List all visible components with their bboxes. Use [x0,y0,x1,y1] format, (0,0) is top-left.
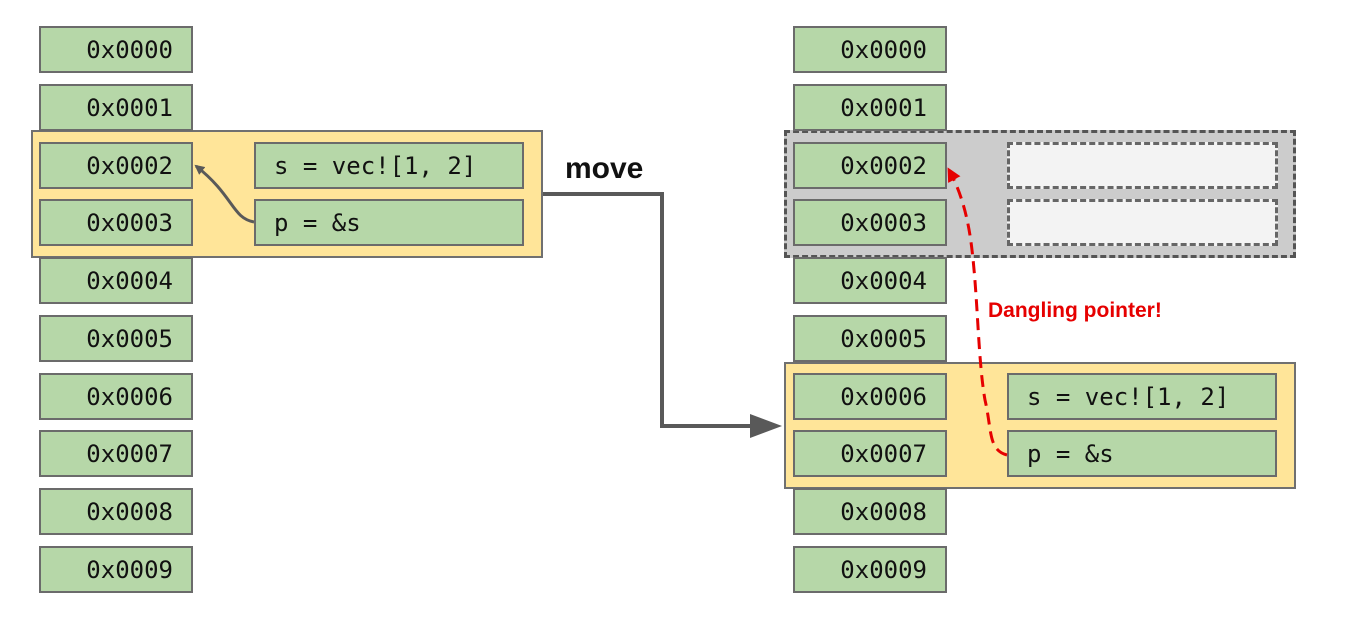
dangling-pointer-label: Dangling pointer! [988,299,1162,322]
memory-cell: 0x0008 [793,488,947,535]
memory-cell: 0x0005 [39,315,193,362]
memory-cell: 0x0007 [793,430,947,477]
memory-cell: 0x0004 [793,257,947,304]
memory-cell: 0x0009 [793,546,947,593]
memory-cell: 0x0003 [793,199,947,246]
pointer-arrow-original [194,164,255,224]
field-p-moved: p = &s [1007,430,1277,477]
memory-cell: 0x0001 [793,84,947,131]
memory-cell: 0x0006 [39,373,193,420]
field-p-original: p = &s [254,199,524,246]
empty-slot-s [1007,142,1278,189]
memory-cell: 0x0009 [39,546,193,593]
memory-cell: 0x0000 [793,26,947,73]
move-arrow-head [750,414,782,438]
move-label: move [565,152,644,185]
move-arrow [543,192,770,428]
memory-cell: 0x0008 [39,488,193,535]
memory-cell: 0x0000 [39,26,193,73]
memory-cell: 0x0003 [39,199,193,246]
memory-cell: 0x0007 [39,430,193,477]
memory-cell: 0x0004 [39,257,193,304]
field-s-original: s = vec![1, 2] [254,142,524,189]
dangling-pointer-arrow [947,167,1008,457]
memory-cell: 0x0006 [793,373,947,420]
empty-slot-p [1007,199,1278,246]
memory-cell: 0x0001 [39,84,193,131]
memory-cell: 0x0002 [39,142,193,189]
memory-cell: 0x0002 [793,142,947,189]
memory-cell: 0x0005 [793,315,947,362]
field-s-moved: s = vec![1, 2] [1007,373,1277,420]
